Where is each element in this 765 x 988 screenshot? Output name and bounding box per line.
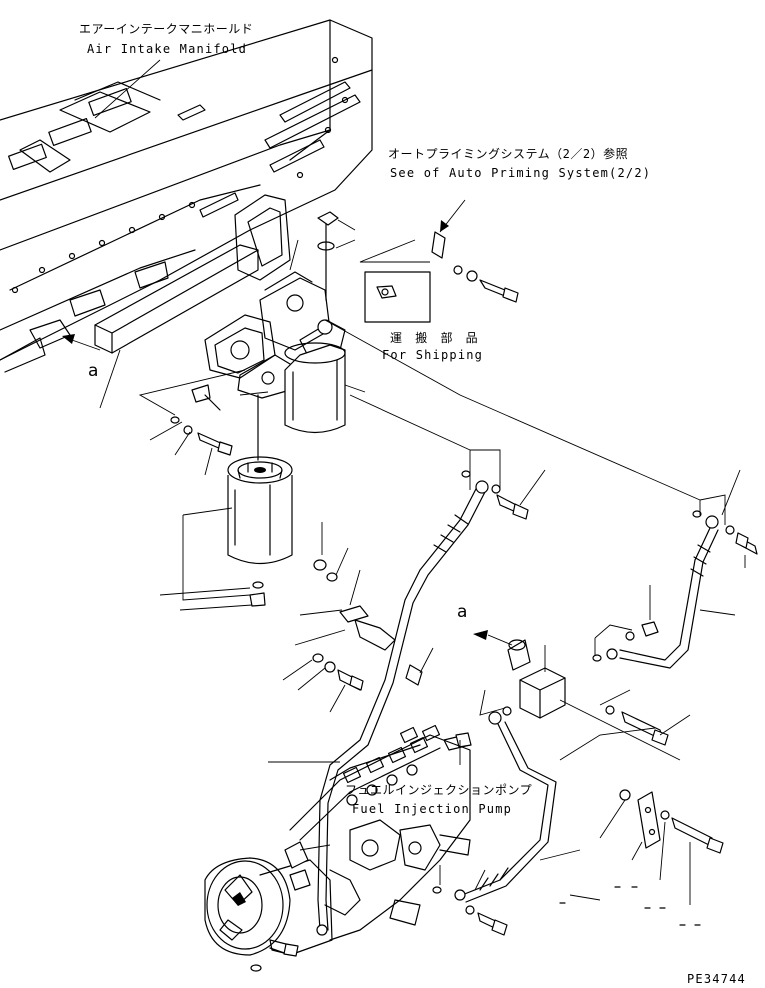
filter-head [204, 271, 346, 399]
priming-label-en: See of Auto Priming System(2/2) [390, 166, 652, 180]
fuel-filter-installed [284, 342, 346, 434]
bolts-top [317, 211, 519, 303]
manifold-label-en: Air Intake Manifold [87, 42, 248, 56]
priming-label-jp: オートプライミングシステム（2／2）参照 [388, 147, 629, 161]
shipping-label-jp: 運 搬 部 品 [390, 331, 481, 345]
fuel-filter [227, 456, 293, 564]
bracket-plate [619, 789, 724, 854]
mounting-block [507, 639, 669, 746]
leader-lines [62, 59, 746, 905]
air-intake-manifold [0, 19, 373, 373]
shipping-label-en: For Shipping [382, 348, 484, 362]
drain-plug [249, 394, 266, 607]
fuel-pipe-right [461, 470, 758, 669]
fuel-pipe-left [316, 480, 489, 936]
mark-dashes [559, 886, 701, 926]
pump-label-jp: フュエルインジェクションポンプ [345, 783, 533, 797]
spacer-bar [94, 244, 259, 354]
bolts-head [170, 384, 233, 456]
shipping-parts-box [364, 271, 431, 323]
ref-a-right: a [457, 602, 468, 622]
fuel-pipe-lower [432, 706, 557, 936]
fuel-injection-pump [204, 724, 471, 972]
pipe-clamp [312, 559, 423, 691]
drawing-number: PE34744 [687, 972, 746, 986]
pump-label-en: Fuel Injection Pump [352, 802, 513, 816]
manifold-label-jp: エアーインテークマニホールド [79, 22, 254, 36]
ref-a-left: a [88, 361, 99, 381]
